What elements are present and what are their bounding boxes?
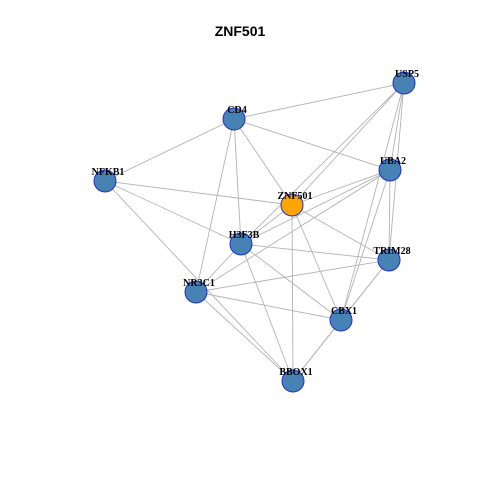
node-trim28: TRIM28: [373, 246, 411, 272]
node-label-trim28: TRIM28: [373, 246, 410, 257]
edge-nfkb1-h3f3b: [104, 180, 242, 245]
edge-uba2-nr3c1: [195, 169, 391, 293]
node-uba2: UBA2: [378, 156, 406, 182]
node-label-nr3c1: NR3C1: [183, 278, 215, 289]
edge-uba2-znf501: [291, 169, 391, 206]
node-circle-usp5: [392, 71, 416, 95]
edge-usp5-h3f3b: [240, 82, 405, 245]
edge-usp5-cd4: [233, 82, 405, 120]
node-cbx1: CBX1: [329, 306, 357, 332]
node-usp5: USP5: [392, 69, 419, 95]
edge-h3f3b-bbox1: [240, 243, 294, 382]
edge-uba2-cbx1: [340, 169, 391, 321]
edge-cd4-znf501: [233, 118, 293, 206]
node-circle-nfkb1: [93, 169, 117, 193]
node-circle-trim28: [377, 248, 401, 272]
node-label-znf501: ZNF501: [278, 191, 313, 202]
node-circle-cd4: [222, 107, 246, 131]
node-h3f3b: H3F3B: [229, 230, 260, 256]
edge-h3f3b-cbx1: [240, 243, 342, 321]
node-circle-bbox1: [281, 369, 305, 393]
node-label-bbox1: BBOX1: [279, 367, 312, 378]
edge-cd4-h3f3b: [233, 118, 242, 245]
node-label-nfkb1: NFKB1: [92, 167, 125, 178]
edge-cbx1-bbox1: [292, 319, 342, 382]
diagram-title: ZNF501: [215, 23, 266, 39]
edge-nr3c1-cbx1: [195, 291, 342, 321]
edge-nr3c1-bbox1: [195, 291, 294, 382]
node-circle-nr3c1: [184, 280, 208, 304]
edge-cd4-nfkb1: [104, 118, 235, 182]
node-circle-uba2: [378, 158, 402, 182]
edge-cd4-nr3c1: [195, 118, 235, 293]
node-label-h3f3b: H3F3B: [229, 230, 260, 241]
node-label-usp5: USP5: [395, 69, 419, 80]
edges-layer: [104, 82, 405, 382]
node-nfkb1: NFKB1: [92, 167, 125, 193]
edge-usp5-cbx1: [340, 82, 405, 321]
node-znf501: ZNF501: [278, 191, 313, 217]
edge-usp5-uba2: [389, 82, 405, 171]
node-cd4: CD4: [222, 105, 247, 131]
node-circle-cbx1: [329, 308, 353, 332]
node-circle-znf501: [280, 193, 304, 217]
edge-znf501-bbox1: [291, 204, 294, 382]
node-nr3c1: NR3C1: [183, 278, 215, 304]
edge-usp5-znf501: [291, 82, 405, 206]
edge-trim28-nr3c1: [195, 259, 390, 293]
edge-h3f3b-trim28: [240, 243, 390, 261]
edge-uba2-trim28: [388, 169, 391, 261]
node-circle-h3f3b: [229, 232, 253, 256]
edge-znf501-trim28: [291, 204, 390, 261]
node-bbox1: BBOX1: [279, 367, 313, 393]
node-label-cd4: CD4: [227, 105, 246, 116]
node-label-uba2: UBA2: [380, 156, 406, 167]
edge-uba2-h3f3b: [240, 169, 391, 245]
edge-cd4-uba2: [233, 118, 391, 171]
edge-znf501-cbx1: [291, 204, 342, 321]
node-label-cbx1: CBX1: [331, 306, 357, 317]
edge-nfkb1-znf501: [104, 180, 293, 206]
